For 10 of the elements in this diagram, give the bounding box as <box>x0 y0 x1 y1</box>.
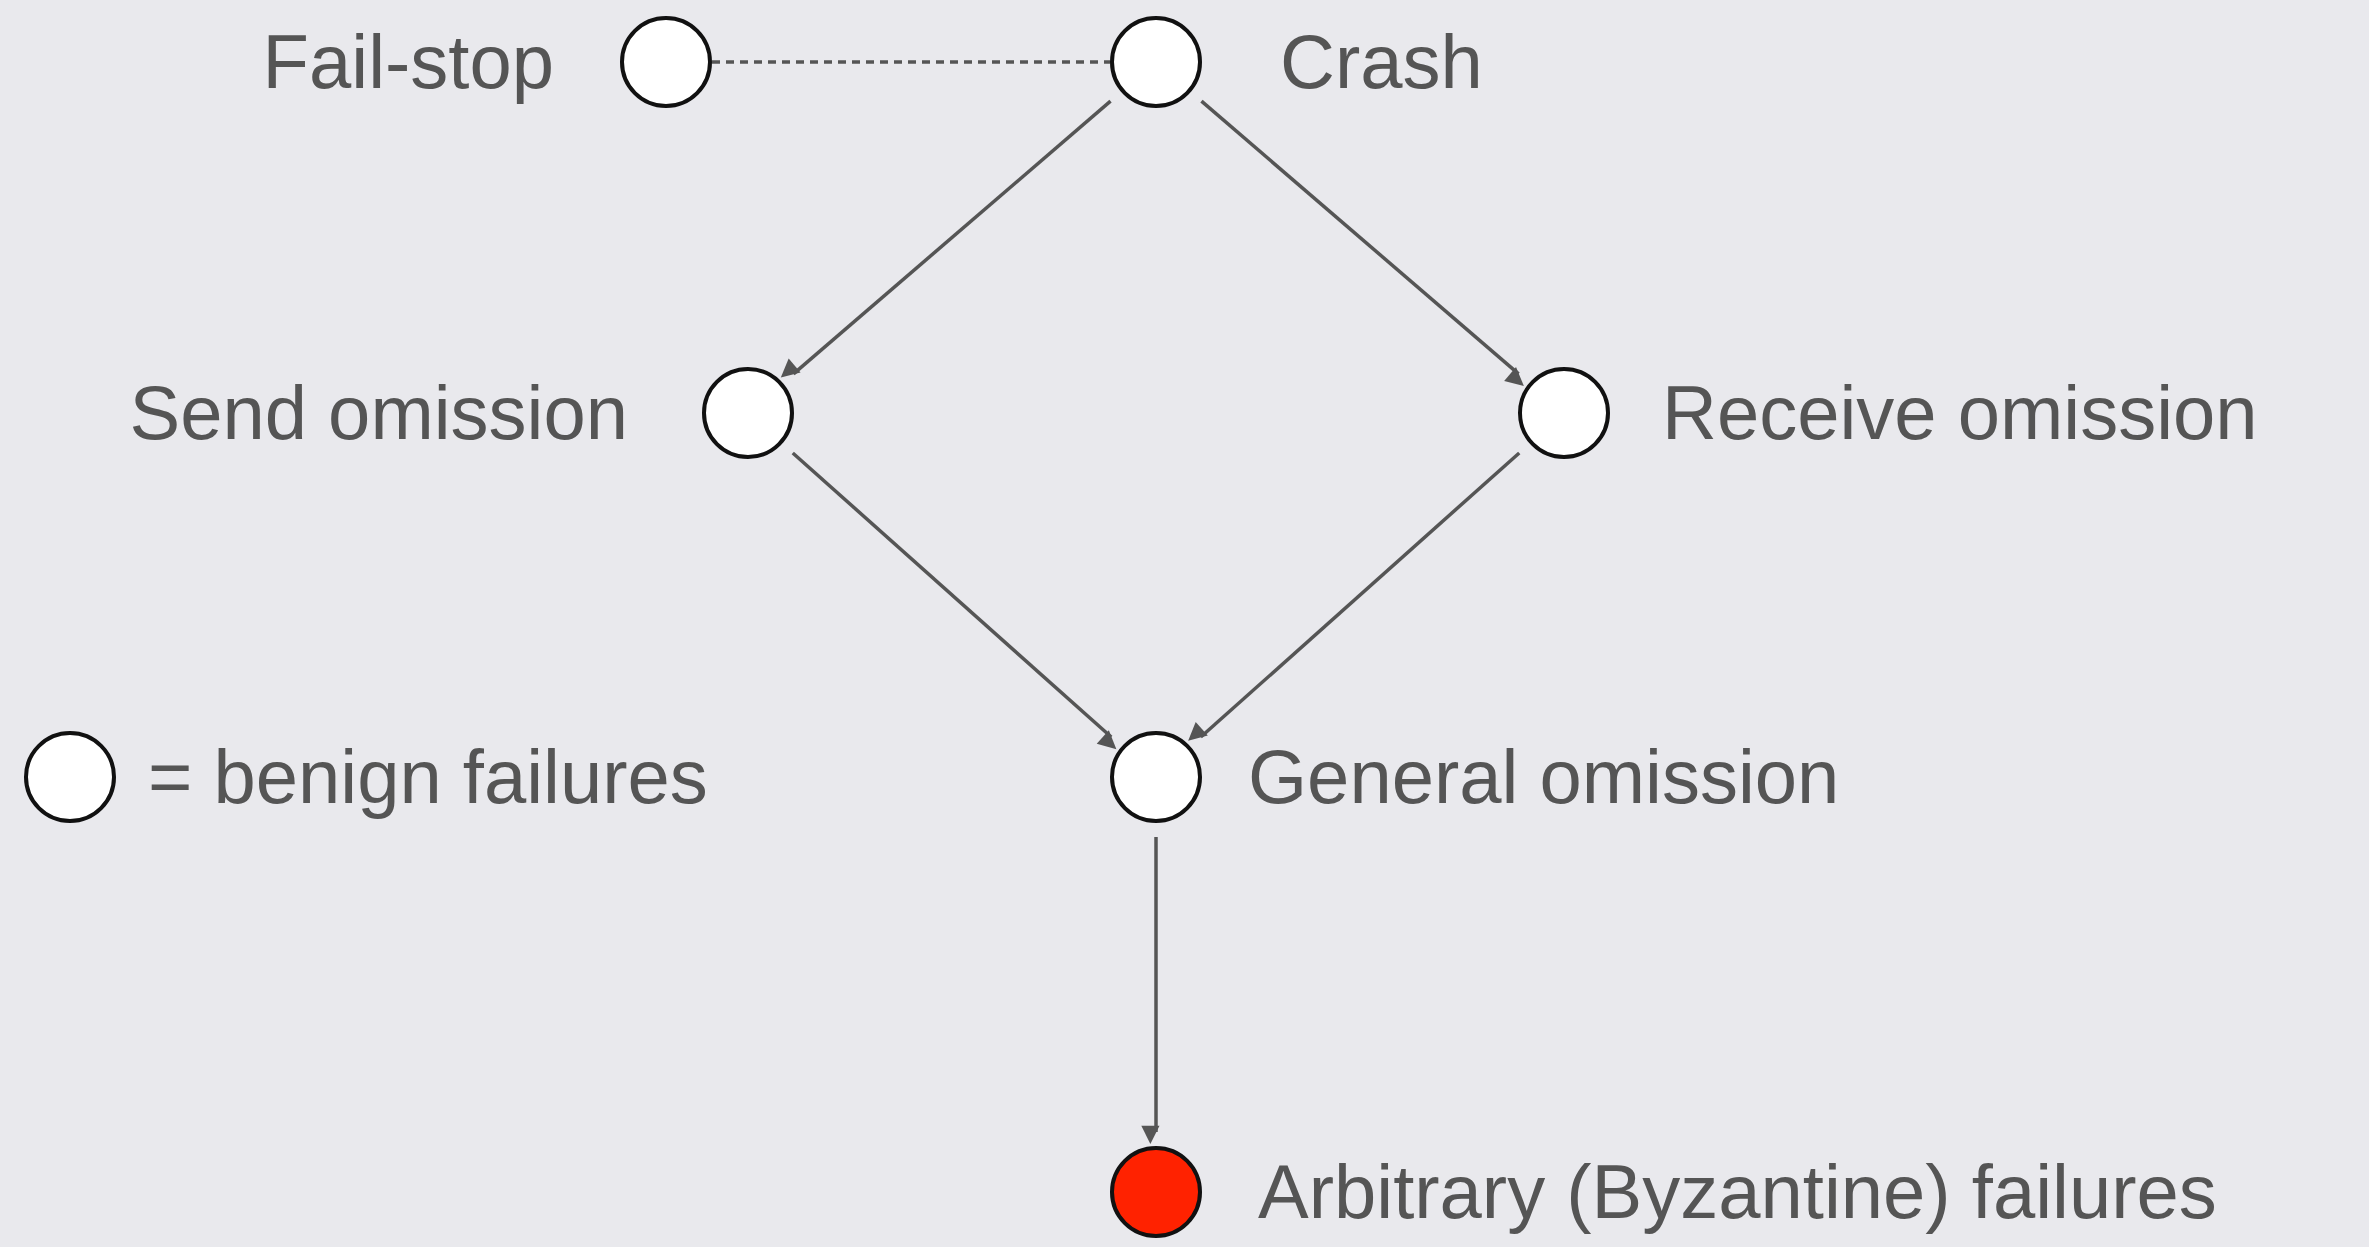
node-label: Send omission <box>129 375 628 451</box>
dashed-line <box>712 60 1110 64</box>
arrow <box>1188 451 1521 741</box>
arrow <box>1141 837 1160 1144</box>
arrow <box>780 99 1112 378</box>
node-label: Crash <box>1280 24 1483 100</box>
node-label: General omission <box>1248 739 1840 815</box>
node-label: Receive omission <box>1662 375 2258 451</box>
arrow <box>791 451 1117 750</box>
arrow <box>1200 99 1524 386</box>
